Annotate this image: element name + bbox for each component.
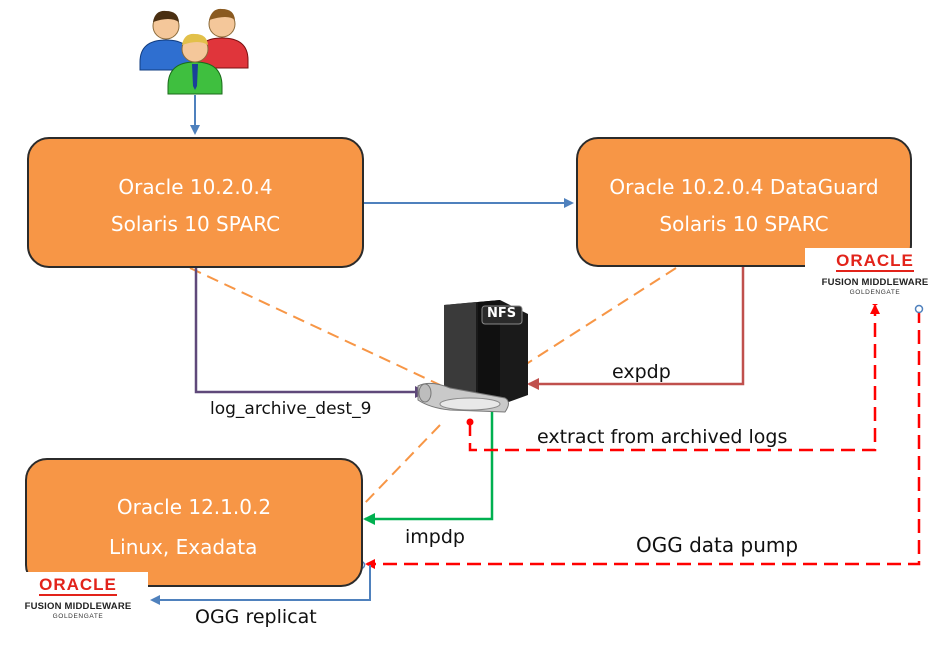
target-database-version: Oracle 12.1.0.2	[116, 495, 272, 519]
impdp-label: impdp	[405, 526, 465, 548]
target-database-box: Oracle 12.1.0.2 Linux, Exadata	[25, 458, 363, 587]
source-database-box: Oracle 10.2.0.4 Solaris 10 SPARC	[27, 137, 364, 268]
nfs-label: NFS	[487, 306, 517, 321]
impdp-arrow	[363, 405, 494, 525]
replicat-label: OGG replicat	[195, 606, 317, 628]
target-database-platform: Linux, Exadata	[109, 535, 258, 559]
data-pump-arrow	[365, 309, 921, 569]
goldengate-logo-standby: ORACLE FUSION MIDDLEWARE GOLDENGATE	[805, 248, 945, 304]
expdp-label: expdp	[612, 361, 671, 383]
log-archive-arrow	[194, 268, 427, 398]
replicat-arrow	[150, 565, 371, 605]
data-pump-start-dot	[914, 304, 924, 314]
data-pump-label: OGG data pump	[636, 533, 799, 557]
fusion-middleware-text: FUSION MIDDLEWARE	[24, 601, 132, 612]
goldengate-text: GOLDENGATE	[52, 613, 104, 620]
source-database-platform: Solaris 10 SPARC	[110, 212, 281, 236]
oracle-brand-text: ORACLE	[39, 575, 117, 596]
nfs-server-icon	[417, 300, 528, 413]
extract-arrow	[468, 304, 880, 452]
oracle-brand-text: ORACLE	[836, 251, 914, 272]
goldengate-logo-target: ORACLE FUSION MIDDLEWARE GOLDENGATE	[8, 572, 148, 628]
expdp-arrow	[527, 267, 745, 390]
extract-label: extract from archived logs	[537, 426, 788, 448]
users-group-icon	[139, 8, 249, 95]
extract-start-dot	[466, 418, 474, 426]
fusion-middleware-text: FUSION MIDDLEWARE	[821, 277, 929, 288]
log-archive-label: log_archive_dest_9	[210, 399, 372, 419]
standby-database-platform: Solaris 10 SPARC	[659, 212, 829, 236]
standby-database-box: Oracle 10.2.0.4 DataGuard Solaris 10 SPA…	[576, 137, 912, 267]
standby-database-version: Oracle 10.2.0.4 DataGuard	[609, 175, 879, 199]
source-to-nfs-dash	[189, 267, 441, 386]
goldengate-text: GOLDENGATE	[849, 289, 901, 296]
nfs-to-target-dash	[362, 424, 441, 506]
standby-to-nfs-dash	[519, 267, 677, 369]
source-database-version: Oracle 10.2.0.4	[118, 175, 273, 199]
